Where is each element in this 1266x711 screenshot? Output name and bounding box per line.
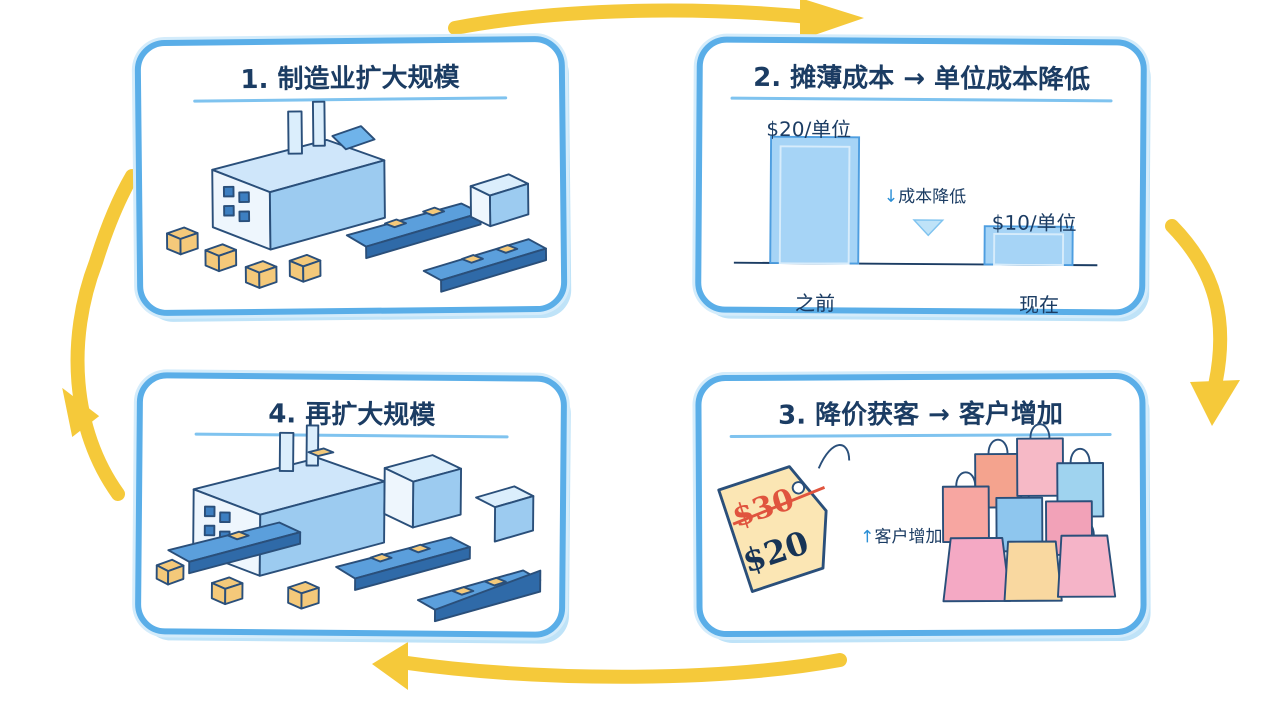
arrow-2-to-3 xyxy=(1165,219,1228,397)
arrow-4-to-1 xyxy=(70,169,139,501)
arrowhead-2 xyxy=(1190,380,1240,426)
arrow-1-to-2 xyxy=(448,3,827,35)
before-axis-label: 之前 xyxy=(795,291,836,316)
unit-cost-bars xyxy=(733,135,1098,267)
drop-triangle xyxy=(912,219,945,237)
bar-before xyxy=(769,135,861,265)
cost-change-note: ↓成本降低 xyxy=(883,186,967,208)
arrowhead-1 xyxy=(800,0,864,40)
up-arrow-icon: ↑ xyxy=(860,527,875,548)
panel-price-cut-customers: 3. 降价获客 → 客户增加 xyxy=(695,372,1147,638)
factory-illustration-large xyxy=(155,424,542,623)
panel-scale-up-again: 4. 再扩大规模 xyxy=(134,372,568,638)
after-value-label: $10/单位 xyxy=(991,210,1077,236)
customer-change-note: ↑客户增加 xyxy=(860,526,943,548)
price-tag-and-bags xyxy=(717,423,1117,603)
arrowhead-3 xyxy=(372,642,408,690)
after-axis-label: 现在 xyxy=(1019,292,1060,317)
panel-cost-dilution: 2. 摊薄成本 → 单位成本降低 $20/单位 $10/单位 ↓成本降低 之前 … xyxy=(695,36,1147,317)
down-arrow-icon: ↓ xyxy=(883,186,899,207)
before-value-label: $20/单位 xyxy=(766,116,852,142)
arrowhead-4 xyxy=(62,387,100,437)
panel-scale-up: 1. 制造业扩大规模 xyxy=(134,35,568,317)
factory-illustration xyxy=(166,100,548,293)
strike-line xyxy=(732,486,826,526)
arrow-3-to-4 xyxy=(393,653,847,684)
